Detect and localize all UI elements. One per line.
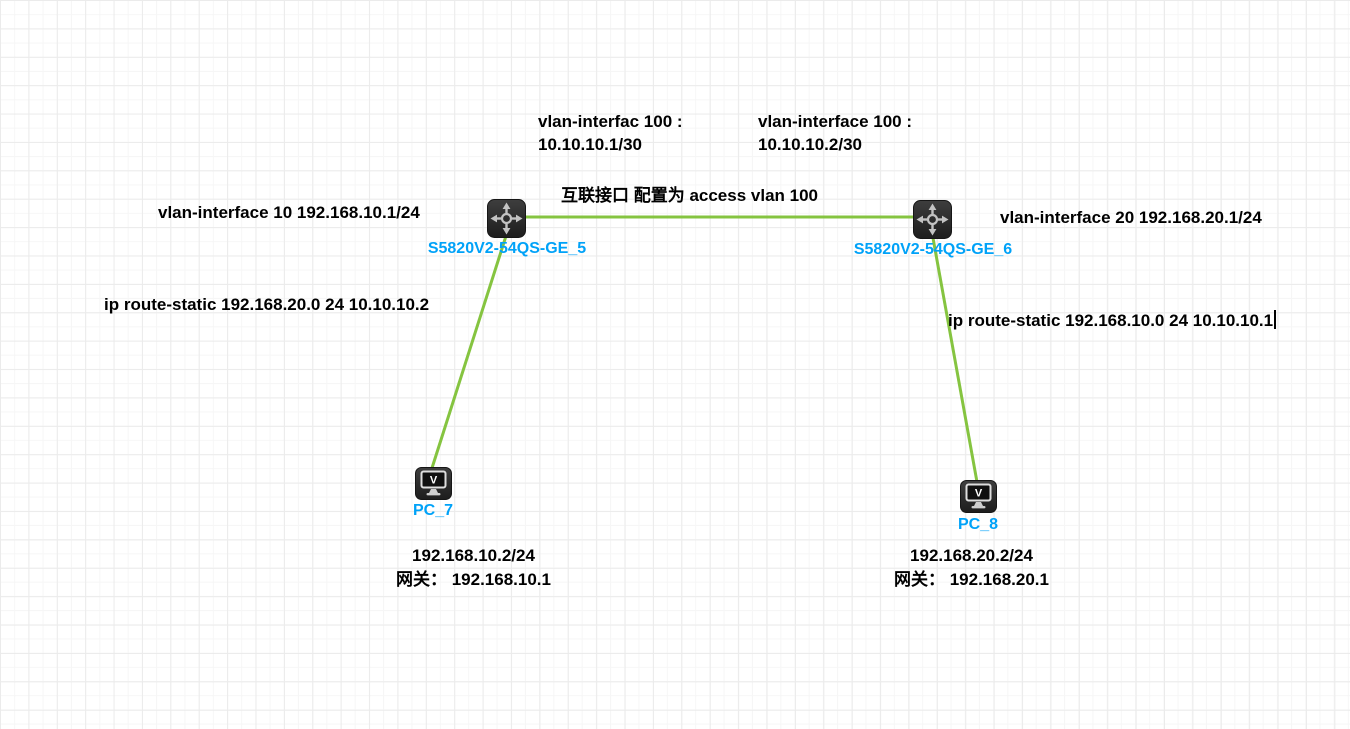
device-label-switch5: S5820V2-54QS-GE_5	[427, 240, 587, 257]
device-label-pc8: PC_8	[957, 516, 999, 533]
annotation-vlan100-left[interactable]: vlan-interfac 100 : 10.10.10.1/30	[538, 110, 683, 156]
annotation-line: ip route-static 192.168.10.0 24 10.10.10…	[948, 311, 1274, 330]
text-edit-caret	[1274, 310, 1277, 329]
annotation-line: vlan-interface 100 :	[758, 112, 913, 131]
annotation-pc8-info[interactable]: 192.168.20.2/24 网关： 192.168.20.1	[869, 544, 1074, 592]
annotation-route-right[interactable]: ip route-static 192.168.10.0 24 10.10.10…	[948, 309, 1277, 332]
annotation-pc7-info[interactable]: 192.168.10.2/24 网关： 192.168.10.1	[371, 544, 576, 592]
annotation-line: vlan-interfac 100 :	[538, 112, 683, 131]
device-label-switch6: S5820V2-54QS-GE_6	[853, 241, 1013, 258]
annotation-line: 10.10.10.2/30	[758, 135, 862, 154]
annotation-route-left[interactable]: ip route-static 192.168.20.0 24 10.10.10…	[104, 295, 430, 314]
pc-icon: V	[415, 467, 452, 500]
annotation-interlink-note[interactable]: 互联接口 配置为 access vlan 100	[561, 186, 819, 205]
annotation-svi-right[interactable]: vlan-interface 20 192.168.20.1/24	[1000, 208, 1262, 227]
annotation-line: 192.168.10.2/24	[412, 546, 535, 565]
annotation-vlan100-right[interactable]: vlan-interface 100 : 10.10.10.2/30	[758, 110, 912, 156]
switch-icon	[913, 200, 952, 239]
annotation-line: 192.168.20.2/24	[910, 546, 1033, 565]
annotation-svi-left[interactable]: vlan-interface 10 192.168.10.1/24	[158, 203, 420, 222]
annotation-line: 网关： 192.168.20.1	[894, 570, 1049, 589]
svg-text:V: V	[430, 475, 438, 487]
link-switch5-pc7[interactable]	[430, 235, 508, 469]
device-switch6[interactable]	[913, 200, 952, 239]
switch-icon	[487, 199, 526, 238]
svg-text:V: V	[975, 488, 983, 500]
annotation-line: 10.10.10.1/30	[538, 135, 642, 154]
device-pc8[interactable]: V	[960, 480, 997, 513]
device-label-pc7: PC_7	[412, 502, 454, 519]
pc-icon: V	[960, 480, 997, 513]
device-switch5[interactable]	[487, 199, 526, 238]
device-pc7[interactable]: V	[415, 467, 452, 500]
link-switch6-pc8[interactable]	[931, 237, 979, 483]
annotation-line: 网关： 192.168.10.1	[396, 570, 551, 589]
